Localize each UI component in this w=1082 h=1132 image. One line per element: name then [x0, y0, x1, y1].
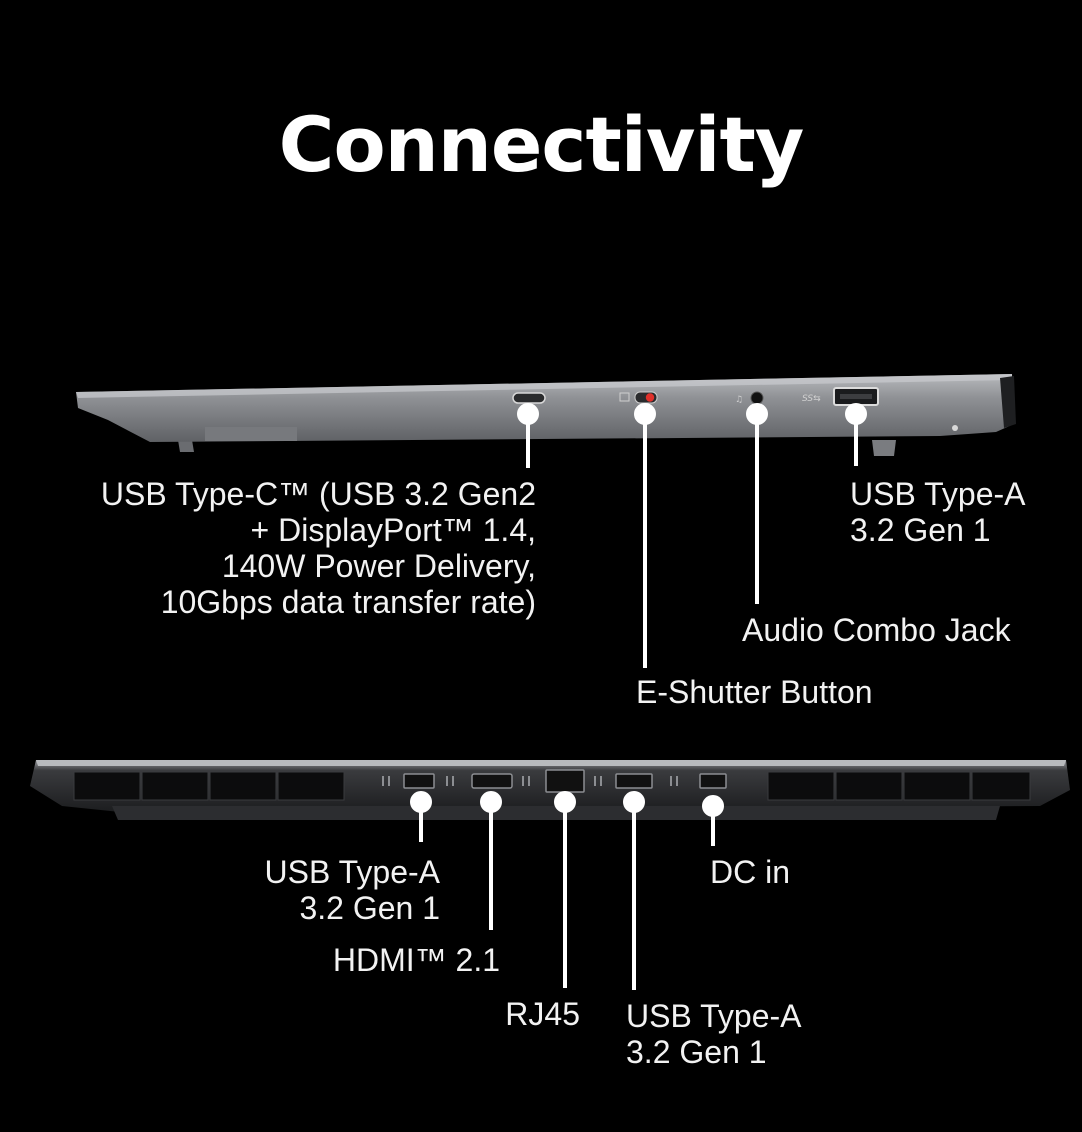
side-callouts: [517, 403, 867, 668]
label-dc-in: DC in: [710, 854, 791, 890]
e-shutter-switch-knob: [645, 393, 655, 402]
superspeed-icon: SS⇆: [802, 394, 821, 404]
laptop-side-view: ♫ SS⇆: [76, 374, 1016, 456]
label-usb-a-rear-1: USB Type-A 3.2 Gen 1: [264, 854, 440, 926]
label-usb-c: USB Type-C™ (USB 3.2 Gen2 + DisplayPort™…: [100, 476, 536, 620]
label-audio-combo-jack: Audio Combo Jack: [742, 612, 1011, 648]
usb-c-port: [512, 392, 546, 404]
label-e-shutter: E-Shutter Button: [636, 674, 873, 710]
label-hdmi: HDMI™ 2.1: [332, 942, 500, 978]
label-usb-a-rear-2: USB Type-A 3.2 Gen 1: [626, 998, 802, 1070]
rear-callouts: [410, 791, 724, 990]
label-rj45: RJ45: [505, 996, 580, 1032]
rear-vent-left: [73, 771, 345, 801]
usb-a-port-rear-1: [403, 773, 435, 789]
side-foot-right: [872, 440, 896, 456]
audio-jack-port: [750, 391, 764, 405]
status-led: [952, 425, 958, 431]
headset-icon: ♫: [735, 395, 743, 405]
side-speaker-grille: [205, 427, 297, 441]
rear-vent-right: [767, 771, 1031, 801]
dc-in-port: [699, 773, 727, 789]
laptop-rear-view: [30, 760, 1070, 820]
hdmi-port: [471, 773, 513, 789]
page-title: Connectivity: [278, 100, 805, 189]
label-usb-a-side: USB Type-A 3.2 Gen 1: [850, 476, 1026, 548]
rj45-port: [545, 769, 585, 793]
port-separator-marks: [382, 776, 678, 786]
camera-icon: [619, 392, 630, 402]
side-foot-left: [178, 440, 194, 452]
usb-a-port-rear-2: [615, 773, 653, 789]
